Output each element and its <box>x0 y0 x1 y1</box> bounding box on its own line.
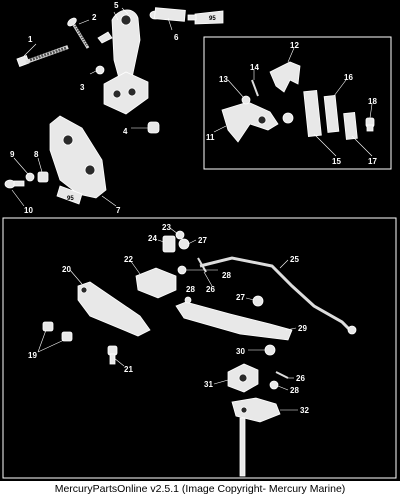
sealant-tube-top: 95 <box>187 10 224 25</box>
callout-1: 1 <box>28 35 33 44</box>
svg-text:95: 95 <box>67 196 74 202</box>
nut-part-27-top[interactable] <box>178 238 190 250</box>
nut-part-27-mid[interactable] <box>252 295 264 307</box>
link-arm-part-29[interactable] <box>175 301 293 341</box>
callout-23: 23 <box>162 223 171 232</box>
shaft-lever-part-32[interactable] <box>231 397 281 477</box>
yoke-assembly-part-3[interactable] <box>95 65 149 115</box>
bolt-part-1[interactable] <box>16 45 69 67</box>
pin-part-6[interactable] <box>149 7 186 22</box>
callout-12: 12 <box>290 41 299 50</box>
callout-8: 8 <box>34 150 39 159</box>
callout-6: 6 <box>174 33 179 42</box>
callout-13: 13 <box>219 75 228 84</box>
callout-26: 26 <box>206 285 215 294</box>
callout-25: 25 <box>290 255 299 264</box>
callout-17: 17 <box>368 157 377 166</box>
cam-part-31[interactable] <box>227 363 259 393</box>
plate-part-17[interactable] <box>343 112 358 140</box>
pin-part-26-bottom[interactable] <box>275 371 289 379</box>
callout-21: 21 <box>124 365 133 374</box>
bracket-part-12[interactable] <box>269 61 301 93</box>
washer-part-28-top[interactable] <box>177 265 187 275</box>
screw-part-10[interactable] <box>4 179 25 189</box>
callout-11: 11 <box>206 133 215 142</box>
callout-27-repeat: 27 <box>236 293 245 302</box>
plate-part-15[interactable] <box>303 89 322 137</box>
callout-5: 5 <box>114 1 119 10</box>
callout-28: 28 <box>186 285 195 294</box>
callout-20: 20 <box>62 265 71 274</box>
cover-plate-part-7[interactable] <box>49 115 107 199</box>
callout-30: 30 <box>236 347 245 356</box>
callout-16: 16 <box>344 73 353 82</box>
sealant-tube-bottom: 95 <box>56 185 83 205</box>
callout-14: 14 <box>250 63 259 72</box>
callout-31: 31 <box>204 380 213 389</box>
lower-section-box <box>2 217 397 479</box>
plate-part-16[interactable] <box>323 95 340 133</box>
nut-part-23[interactable] <box>175 230 185 240</box>
lever-arm-part-20[interactable] <box>77 281 151 337</box>
screw-part-21[interactable] <box>107 345 118 365</box>
callout-28-repeat-bottom: 28 <box>290 386 299 395</box>
callout-22: 22 <box>124 255 133 264</box>
callout-26-repeat: 26 <box>296 374 305 383</box>
callout-19: 19 <box>28 351 37 360</box>
bracket-part-22[interactable] <box>135 267 177 299</box>
cam-assembly-part-11[interactable] <box>221 101 294 143</box>
pin-part-14[interactable] <box>251 79 259 97</box>
parts-exploded-diagram: 95 95 <box>2 1 397 479</box>
nut-part-30[interactable] <box>264 344 276 356</box>
callout-32: 32 <box>300 406 309 415</box>
screw-part-18[interactable] <box>365 117 375 132</box>
bushing-part-4[interactable] <box>147 121 160 134</box>
callout-2: 2 <box>92 13 97 22</box>
image-copyright-caption: MercuryPartsOnline v2.5.1 (Image Copyrig… <box>0 481 400 497</box>
leader-lines <box>11 11 373 411</box>
spring-part-24[interactable] <box>162 235 176 253</box>
washer-part-9[interactable] <box>25 172 35 182</box>
callout-29: 29 <box>298 324 307 333</box>
callout-27: 27 <box>198 236 207 245</box>
svg-text:95: 95 <box>209 16 216 22</box>
link-rod-part-25[interactable] <box>199 256 352 332</box>
callout-4: 4 <box>123 127 128 136</box>
bolt-part-19[interactable] <box>42 321 73 342</box>
callout-3: 3 <box>80 83 85 92</box>
callout-15: 15 <box>332 157 341 166</box>
callout-10: 10 <box>24 206 33 215</box>
callout-18: 18 <box>368 97 377 106</box>
callout-28-repeat-top: 28 <box>222 271 231 280</box>
callout-9: 9 <box>10 150 15 159</box>
clip-part <box>97 31 113 44</box>
screw-part-2[interactable] <box>66 16 90 49</box>
inset-box <box>203 36 392 170</box>
callout-24: 24 <box>148 234 157 243</box>
callout-7: 7 <box>116 206 121 215</box>
spacer-part-8[interactable] <box>37 171 49 183</box>
washer-part-28-bottom[interactable] <box>269 380 279 390</box>
pin-part-26-top[interactable] <box>197 257 207 273</box>
